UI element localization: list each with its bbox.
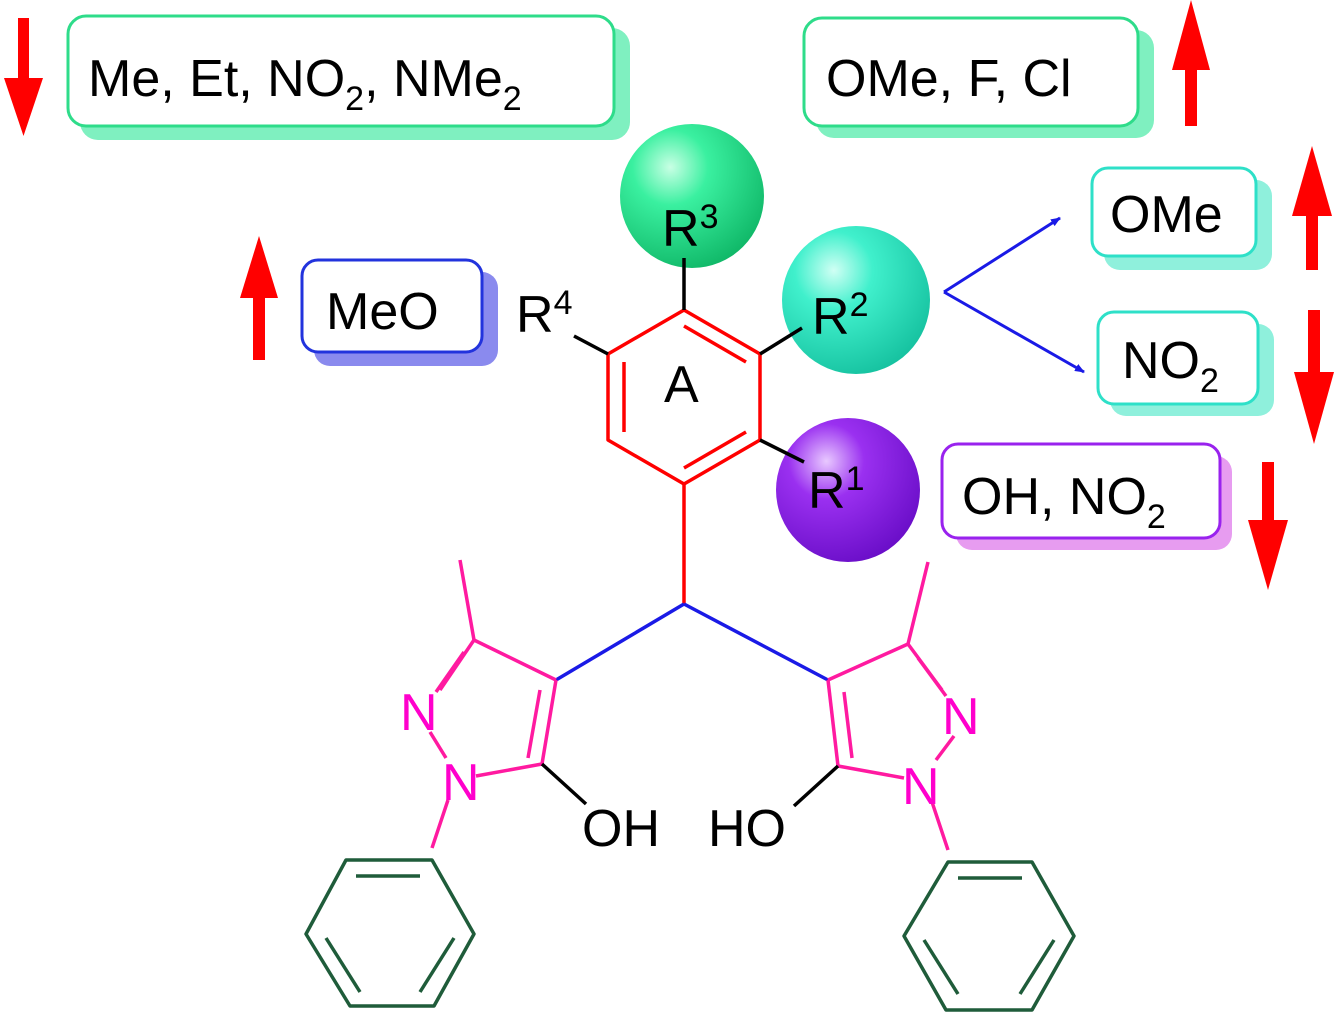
arrow-down-no2 [1294,310,1334,444]
phenyl-right [902,860,1076,1012]
right-n1-atom: N [902,758,940,816]
r3-label: R3 [662,198,718,258]
r2-label: R2 [812,286,868,346]
r2-sphere [782,226,930,374]
pyrazole-right [826,561,956,851]
box-no2-label: NO2 [1122,332,1219,400]
substituent-box-r2-ome: OMe [1090,166,1272,270]
r4-label: R4 [516,284,572,344]
left-oh-bond [540,762,588,806]
box-top-right-label: OMe, F, Cl [826,50,1072,108]
pyrazole-left [428,559,558,849]
left-oh-label: OH [582,800,660,858]
methine-linker [555,602,829,682]
arrow-down-r1-box [1248,462,1288,590]
r3-sphere [620,124,764,268]
substituent-box-r2-no2: NO2 [1096,310,1274,416]
substituent-box-top-right: OMe, F, Cl [802,16,1154,138]
right-n2-atom: N [942,688,980,746]
left-n2-atom: N [400,684,438,742]
ring-substituent-bonds [573,258,805,464]
substituent-box-top-left: Me, Et, NO2, NMe2 [66,14,630,140]
box-ome-label: OMe [1110,186,1223,244]
substituent-box-r1: OH, NO2 [940,442,1232,550]
arrow-up-meo [240,236,278,360]
box-top-left-label: Me, Et, NO2, NMe2 [88,50,522,118]
r1-sphere [776,418,920,562]
arrow-up-ome [1292,146,1332,270]
box-meo-label: MeO [326,283,439,341]
r2-branch-arrows [943,216,1085,374]
r1-label: R1 [808,460,864,520]
arrow-up-top-right [1172,0,1210,126]
right-ho-label: HO [708,800,786,858]
right-oh-bond [792,764,840,808]
box-r1-label: OH, NO2 [962,468,1166,536]
arrow-down-top-left [4,18,43,136]
ring-a-label: A [664,356,699,414]
left-n1-atom: N [442,754,480,812]
substituent-box-meo: MeO [300,258,498,366]
phenyl-left [304,858,476,1008]
